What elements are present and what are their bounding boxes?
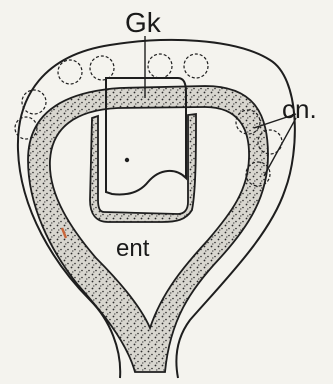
- stippled-endoderm-layer: [28, 86, 268, 372]
- center-dot: [125, 158, 129, 162]
- cn-cell: [90, 56, 114, 80]
- label-gk: Gk: [125, 7, 162, 38]
- label-ent: ent: [116, 235, 150, 262]
- cn-cell: [184, 54, 208, 78]
- label-cn: cn.: [282, 94, 317, 124]
- cn-cell: [58, 60, 82, 84]
- cn-cell: [148, 54, 172, 78]
